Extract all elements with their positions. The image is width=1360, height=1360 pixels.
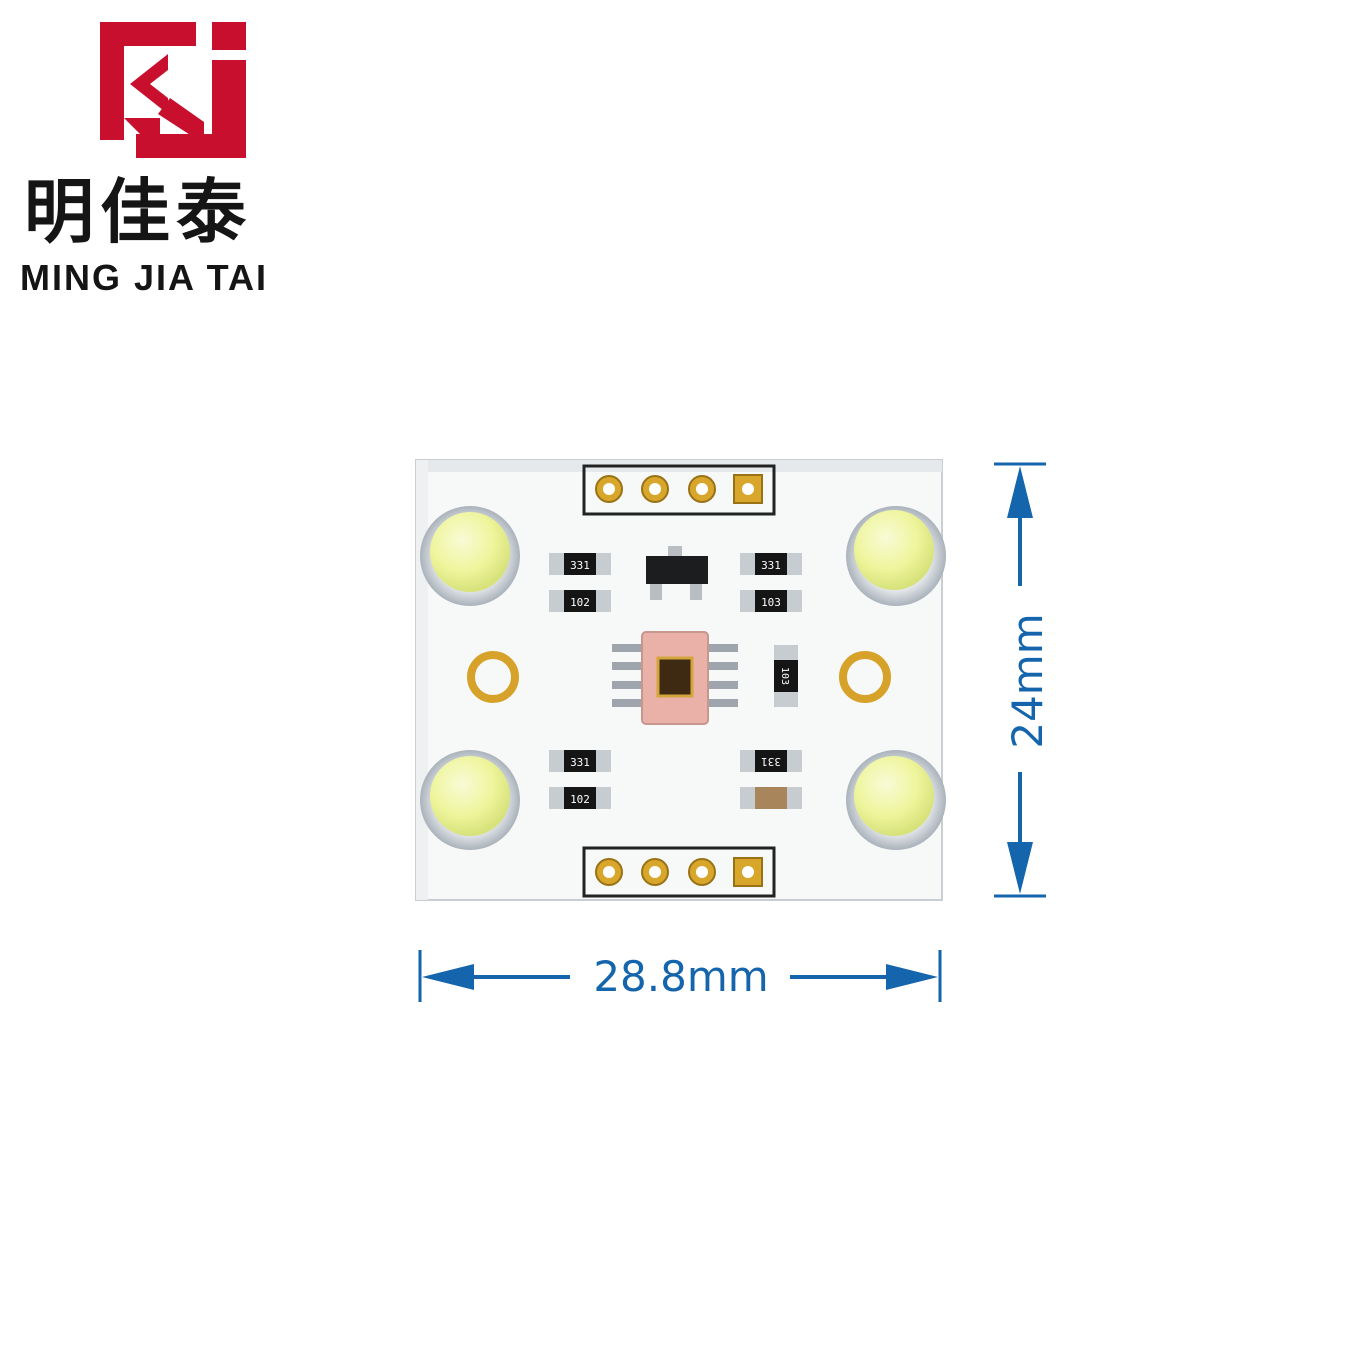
led-top-left <box>420 506 520 606</box>
brand-logo-icon <box>100 22 246 158</box>
brand-name-chinese: 明佳泰 <box>24 171 252 253</box>
led-top-right <box>846 506 946 606</box>
resistor-label: 331 <box>570 756 590 769</box>
top-pin-header <box>582 464 776 516</box>
transistor <box>646 546 708 600</box>
height-dimension-line <box>994 462 1046 898</box>
resistor-label: 103 <box>761 596 781 609</box>
bottom-pin-header <box>582 846 776 898</box>
resistor-label: 102 <box>570 596 590 609</box>
width-dimension-line <box>418 950 942 1002</box>
width-dimension-label: 28.8mm <box>593 952 769 1001</box>
led-bottom-left <box>420 750 520 850</box>
resistor-label: 331 <box>761 755 781 768</box>
resistor-array: 331 102 331 103 331 102 331 103 <box>549 553 802 809</box>
color-sensor-chip <box>612 631 738 725</box>
resistor-label: 331 <box>761 559 781 572</box>
resistor-label: 103 <box>779 667 790 685</box>
mounting-hole-left <box>467 651 519 703</box>
mounting-hole-right <box>839 651 891 703</box>
resistor-label: 102 <box>570 793 590 806</box>
resistor-label: 331 <box>570 559 590 572</box>
height-dimension-label: 24mm <box>1003 613 1052 749</box>
led-bottom-right <box>846 750 946 850</box>
brand-name-english: MING JIA TAI <box>20 257 268 298</box>
